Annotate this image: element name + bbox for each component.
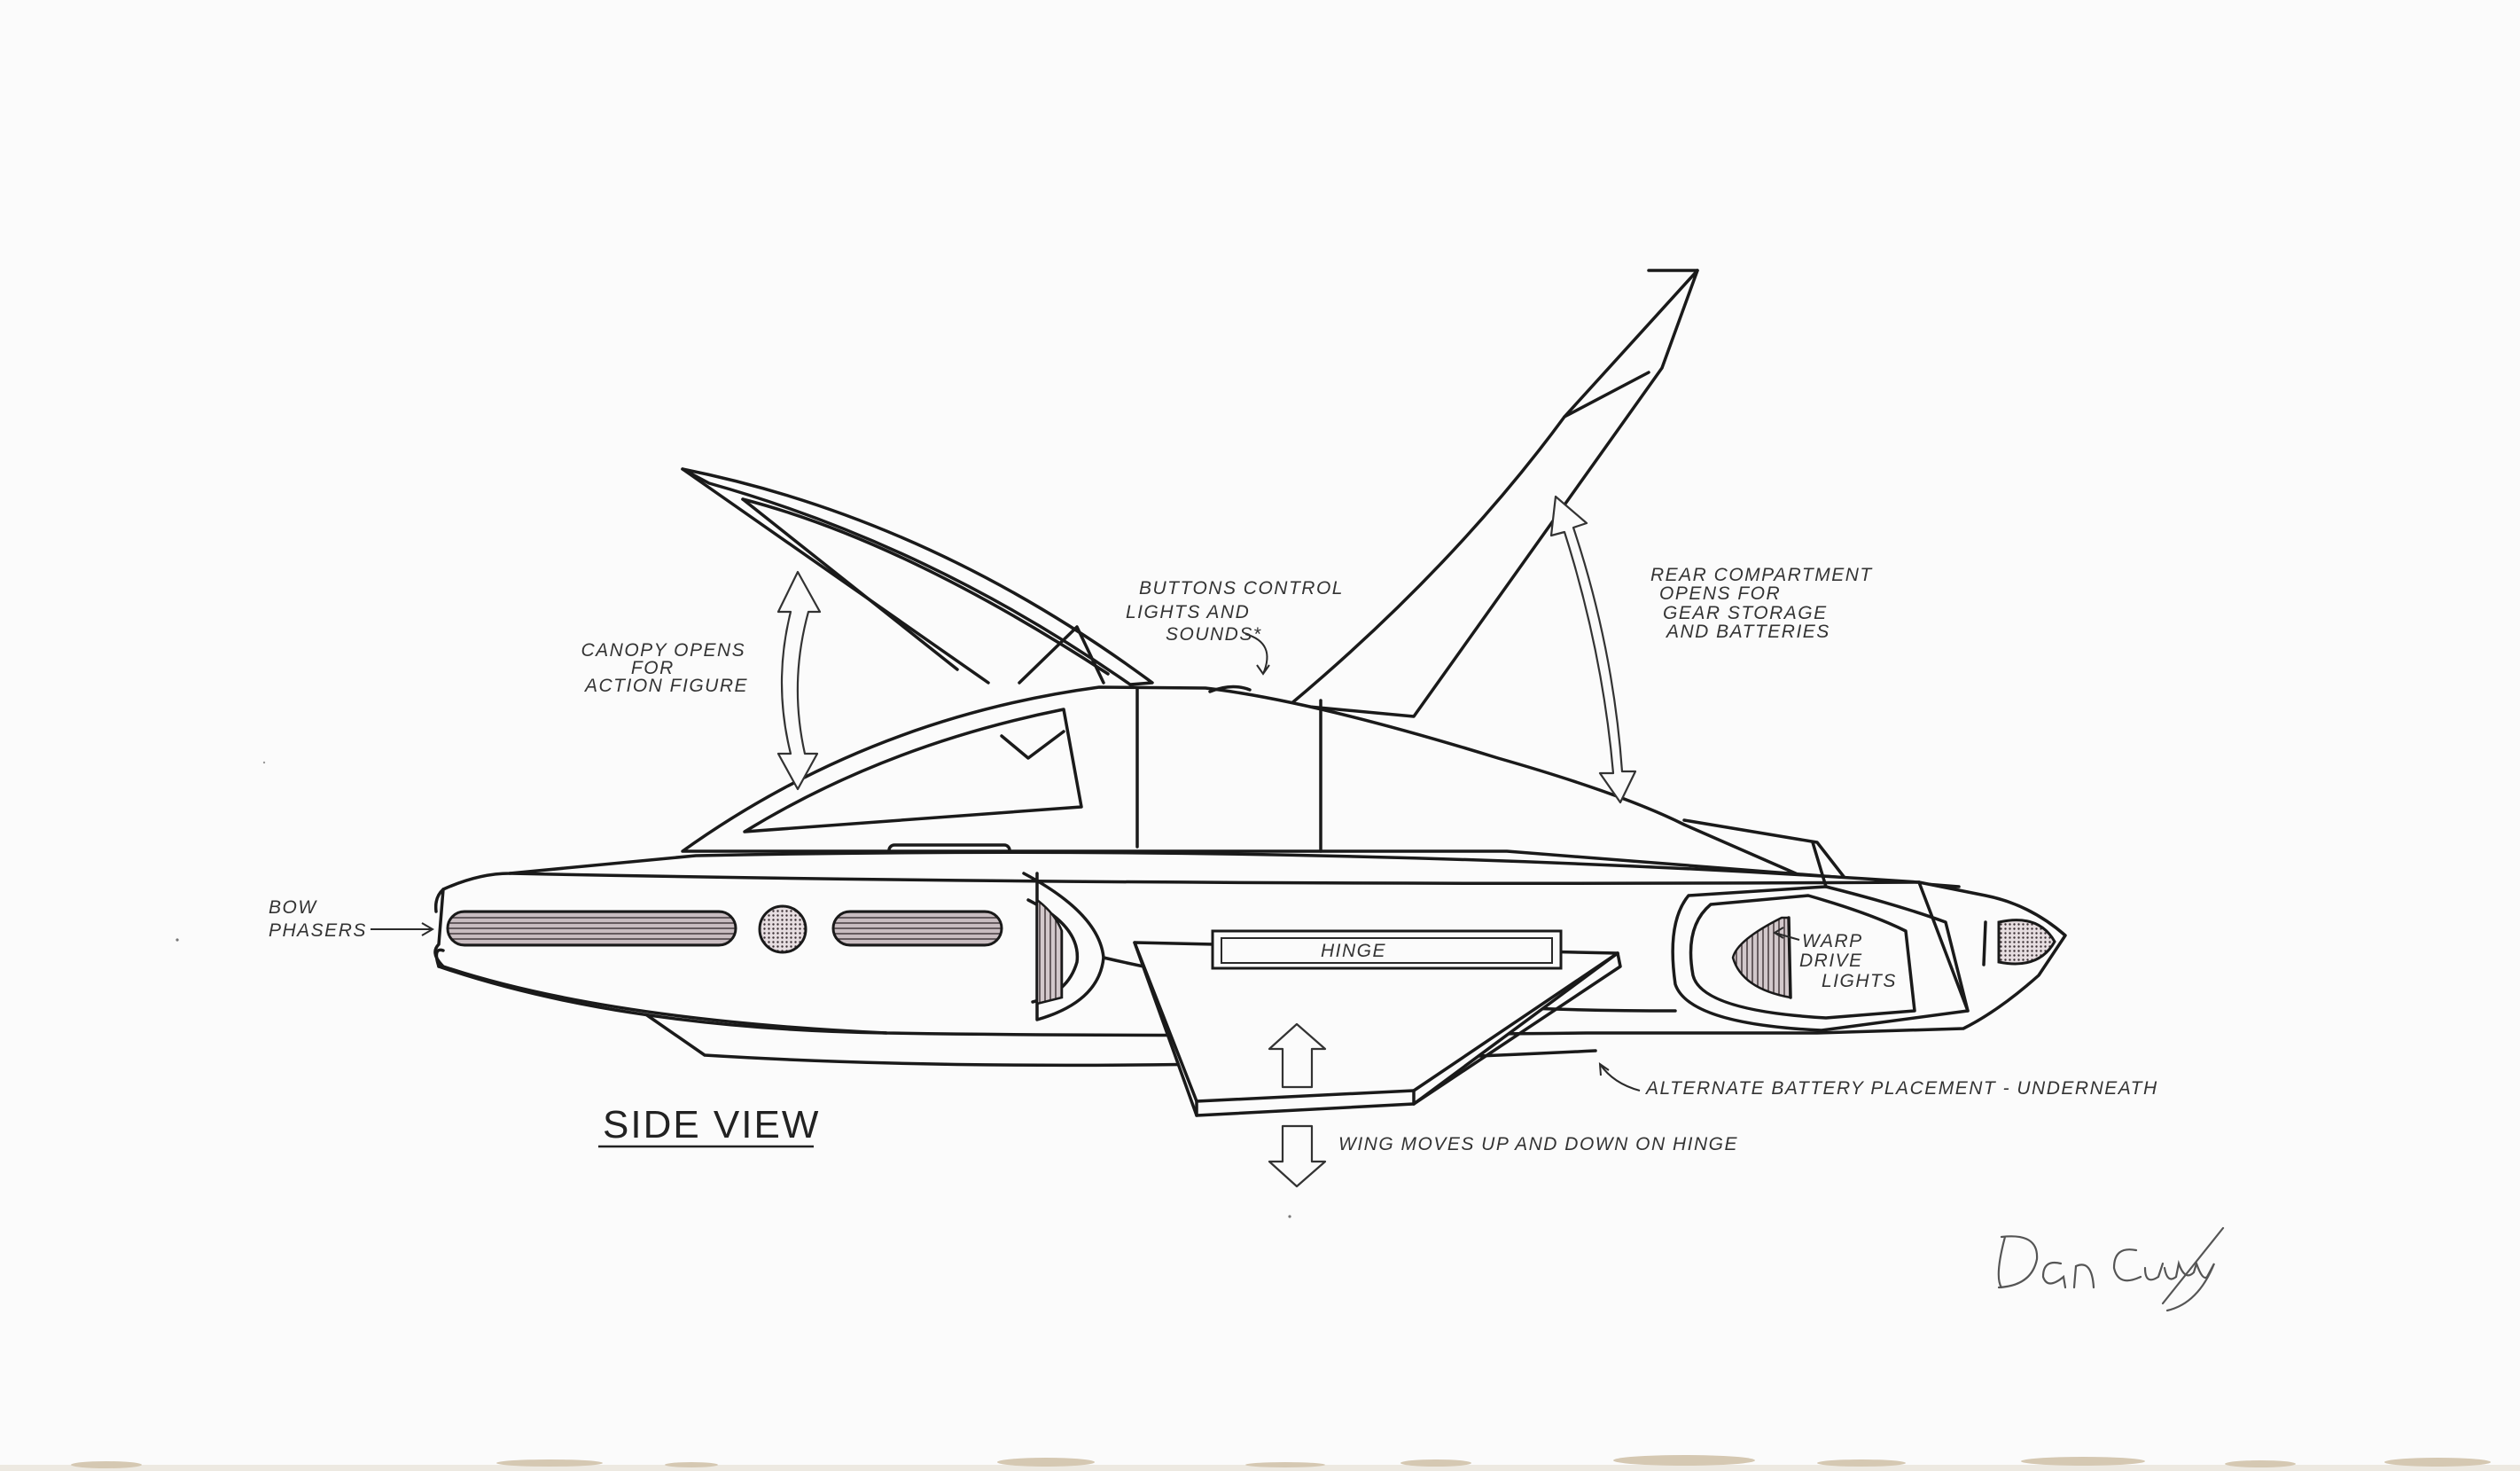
rear-double-arrow-icon (1549, 495, 1637, 804)
bow-phasers-pointer-icon (371, 922, 434, 936)
canopy-double-arrow-icon (776, 570, 822, 791)
wing-up-arrow-icon (1268, 1022, 1327, 1089)
canopy-open (681, 467, 1154, 686)
label-buttons: BUTTONS CONTROL LIGHTS AND SOUNDS* (1126, 578, 1350, 645)
paper-edge-stain (0, 1455, 2520, 1471)
bow-phaser-strip (446, 910, 737, 947)
artist-signature (1997, 1226, 2225, 1312)
rear-compartment-open (1288, 269, 1699, 718)
wing-down-arrow-icon (1268, 1124, 1327, 1188)
side-light-strip (831, 910, 1003, 947)
battery-pointer-icon (1598, 1061, 1641, 1092)
label-battery: ALTERNATE BATTERY PLACEMENT - UNDERNEATH (1644, 1078, 2158, 1099)
label-warp-drive: WARP DRIVE LIGHTS (1799, 931, 1897, 991)
label-rear-compartment: REAR COMPARTMENT OPENS FOR GEAR STORAGE … (1650, 565, 1879, 642)
upper-hull (681, 685, 1961, 888)
label-hinge: HINGE (1321, 941, 1386, 961)
wing-assembly (1133, 929, 1622, 1117)
label-canopy: CANOPY OPENS FOR ACTION FIGURE (581, 640, 752, 696)
buttons-pointer-icon (1244, 633, 1270, 676)
warp-pointer-icon (1773, 927, 1800, 941)
diagram-title: SIDE VIEW (603, 1103, 820, 1146)
sensor-dot (758, 904, 807, 954)
label-bow-phasers: BOW PHASERS (269, 897, 367, 941)
label-wing: WING MOVES UP AND DOWN ON HINGE (1338, 1134, 1738, 1154)
tail-light (1997, 919, 2056, 966)
